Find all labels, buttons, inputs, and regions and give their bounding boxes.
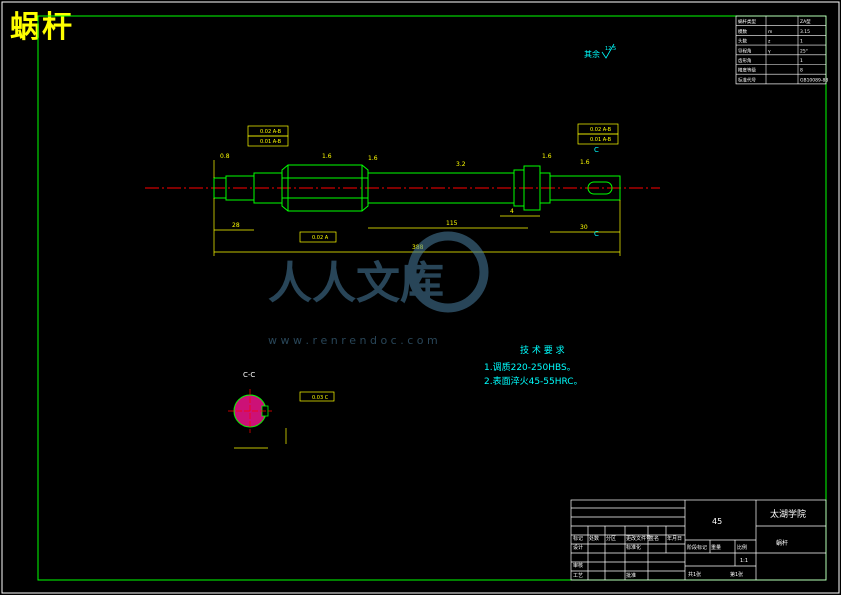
svg-text:0.02 A: 0.02 A (312, 235, 329, 241)
params-table-cell: 蜗杆类型 (738, 18, 756, 25)
params-table-cell: m (768, 30, 772, 35)
section-marker-top: C (594, 146, 599, 154)
watermark: 人人文库 w w w . r e n r e n d o c . c o m (268, 231, 489, 347)
params-table-cell: 1 (800, 58, 803, 64)
svg-text:1.6: 1.6 (368, 155, 378, 162)
roughness-symbol-value: 12.5 (605, 46, 616, 52)
roughness-symbol (601, 43, 615, 59)
inner-border (37, 15, 827, 581)
dim-small-c: 30 (580, 224, 588, 231)
tb-material: 45 (712, 517, 722, 526)
svg-text:0.02 A-B: 0.02 A-B (590, 127, 612, 133)
params-table-cell: 导程角 (738, 47, 752, 54)
svg-text:第1张: 第1张 (730, 571, 743, 578)
svg-text:1:1: 1:1 (740, 558, 748, 564)
params-table-cell: 25° (800, 48, 808, 54)
svg-text:处数: 处数 (589, 535, 599, 542)
section-marker-bottom: C (594, 230, 599, 238)
roughness-note: 其余 12.5 (584, 43, 616, 59)
params-table-cell: 模数 (738, 28, 747, 35)
svg-text:0.01 A-B: 0.01 A-B (590, 137, 612, 143)
svg-text:年月日: 年月日 (667, 535, 682, 542)
svg-text:1.6: 1.6 (542, 153, 552, 160)
svg-text:比例: 比例 (737, 544, 747, 551)
params-table-cell: 标准代号 (738, 76, 756, 83)
svg-text:重量: 重量 (711, 544, 721, 551)
tech-req-item-2: 2.表面淬火45-55HRC。 (484, 375, 583, 387)
params-table-cell: 8 (800, 68, 803, 74)
svg-text:批准: 批准 (626, 572, 636, 579)
svg-text:标准化: 标准化 (626, 544, 641, 551)
svg-text:更改文件号: 更改文件号 (626, 535, 651, 542)
svg-text:标记: 标记 (573, 535, 583, 542)
params-table-cell: 齿形角 (738, 57, 752, 64)
tb-part-name: 蜗杆 (776, 539, 788, 547)
svg-text:签名: 签名 (649, 535, 659, 542)
svg-text:0.01 A-B: 0.01 A-B (260, 139, 282, 145)
title-block-texts: 45 太湖学院 蜗杆 标记 处数 分区 更改文件号 签名 年月日 设计 标准化 … (573, 508, 806, 579)
svg-text:分区: 分区 (606, 535, 616, 542)
roughness-callouts: 0.8 1.6 1.6 3.2 1.6 1.6 (220, 153, 590, 168)
svg-text:0.8: 0.8 (220, 153, 230, 160)
params-table-cell: 3.15 (800, 29, 810, 35)
params-table-cell: 精度等级 (738, 67, 756, 74)
params-table-cell: γ (768, 49, 771, 54)
params-table-cell: z (768, 40, 771, 45)
roughness-note-text: 其余 (584, 49, 600, 59)
title-block (570, 499, 827, 581)
tech-requirements: 技 术 要 求 1.调质220-250HBS。 2.表面淬火45-55HRC。 (484, 344, 583, 387)
dim-small-b: 28 (232, 222, 240, 229)
svg-text:1.6: 1.6 (580, 159, 590, 166)
svg-text:工艺: 工艺 (573, 573, 583, 579)
tech-req-item-1: 1.调质220-250HBS。 (484, 361, 576, 373)
dim-small-a: 4 (510, 208, 514, 215)
svg-text:共1张: 共1张 (688, 571, 701, 578)
params-table-cell: 1 (800, 39, 803, 45)
svg-text:1.6: 1.6 (322, 153, 332, 160)
svg-text:设计: 设计 (573, 544, 583, 551)
params-table-cell: ZA型 (800, 18, 811, 25)
svg-text:阶段标记: 阶段标记 (687, 544, 707, 551)
svg-text:0.02 A-B: 0.02 A-B (260, 129, 282, 135)
svg-text:3.2: 3.2 (456, 161, 466, 168)
params-table-cell: 头数 (738, 38, 747, 45)
tech-req-heading: 技 术 要 求 (520, 344, 565, 356)
section-view: C-C 0.03 C (228, 371, 335, 449)
section-label: C-C (243, 371, 255, 379)
gtol-texts: 0.02 A-B 0.01 A-B 0.02 A 0.02 A-B 0.01 A… (260, 127, 612, 241)
params-table-frame (735, 15, 827, 85)
params-table-cell: GB10089-88 (800, 77, 828, 83)
watermark-brand: 人人文库 (268, 258, 444, 309)
gtol-frames (247, 123, 619, 243)
dim-mid-length: 115 (446, 220, 458, 227)
watermark-url: w w w . r e n r e n d o c . c o m (268, 334, 438, 347)
keyway-slot (587, 181, 613, 195)
tb-school: 太湖学院 (770, 508, 806, 520)
svg-text:审核: 审核 (573, 562, 583, 569)
worm-shaft (213, 164, 621, 212)
dimension-lines (213, 160, 621, 256)
keyway-tolerance: 0.03 C (312, 395, 329, 401)
